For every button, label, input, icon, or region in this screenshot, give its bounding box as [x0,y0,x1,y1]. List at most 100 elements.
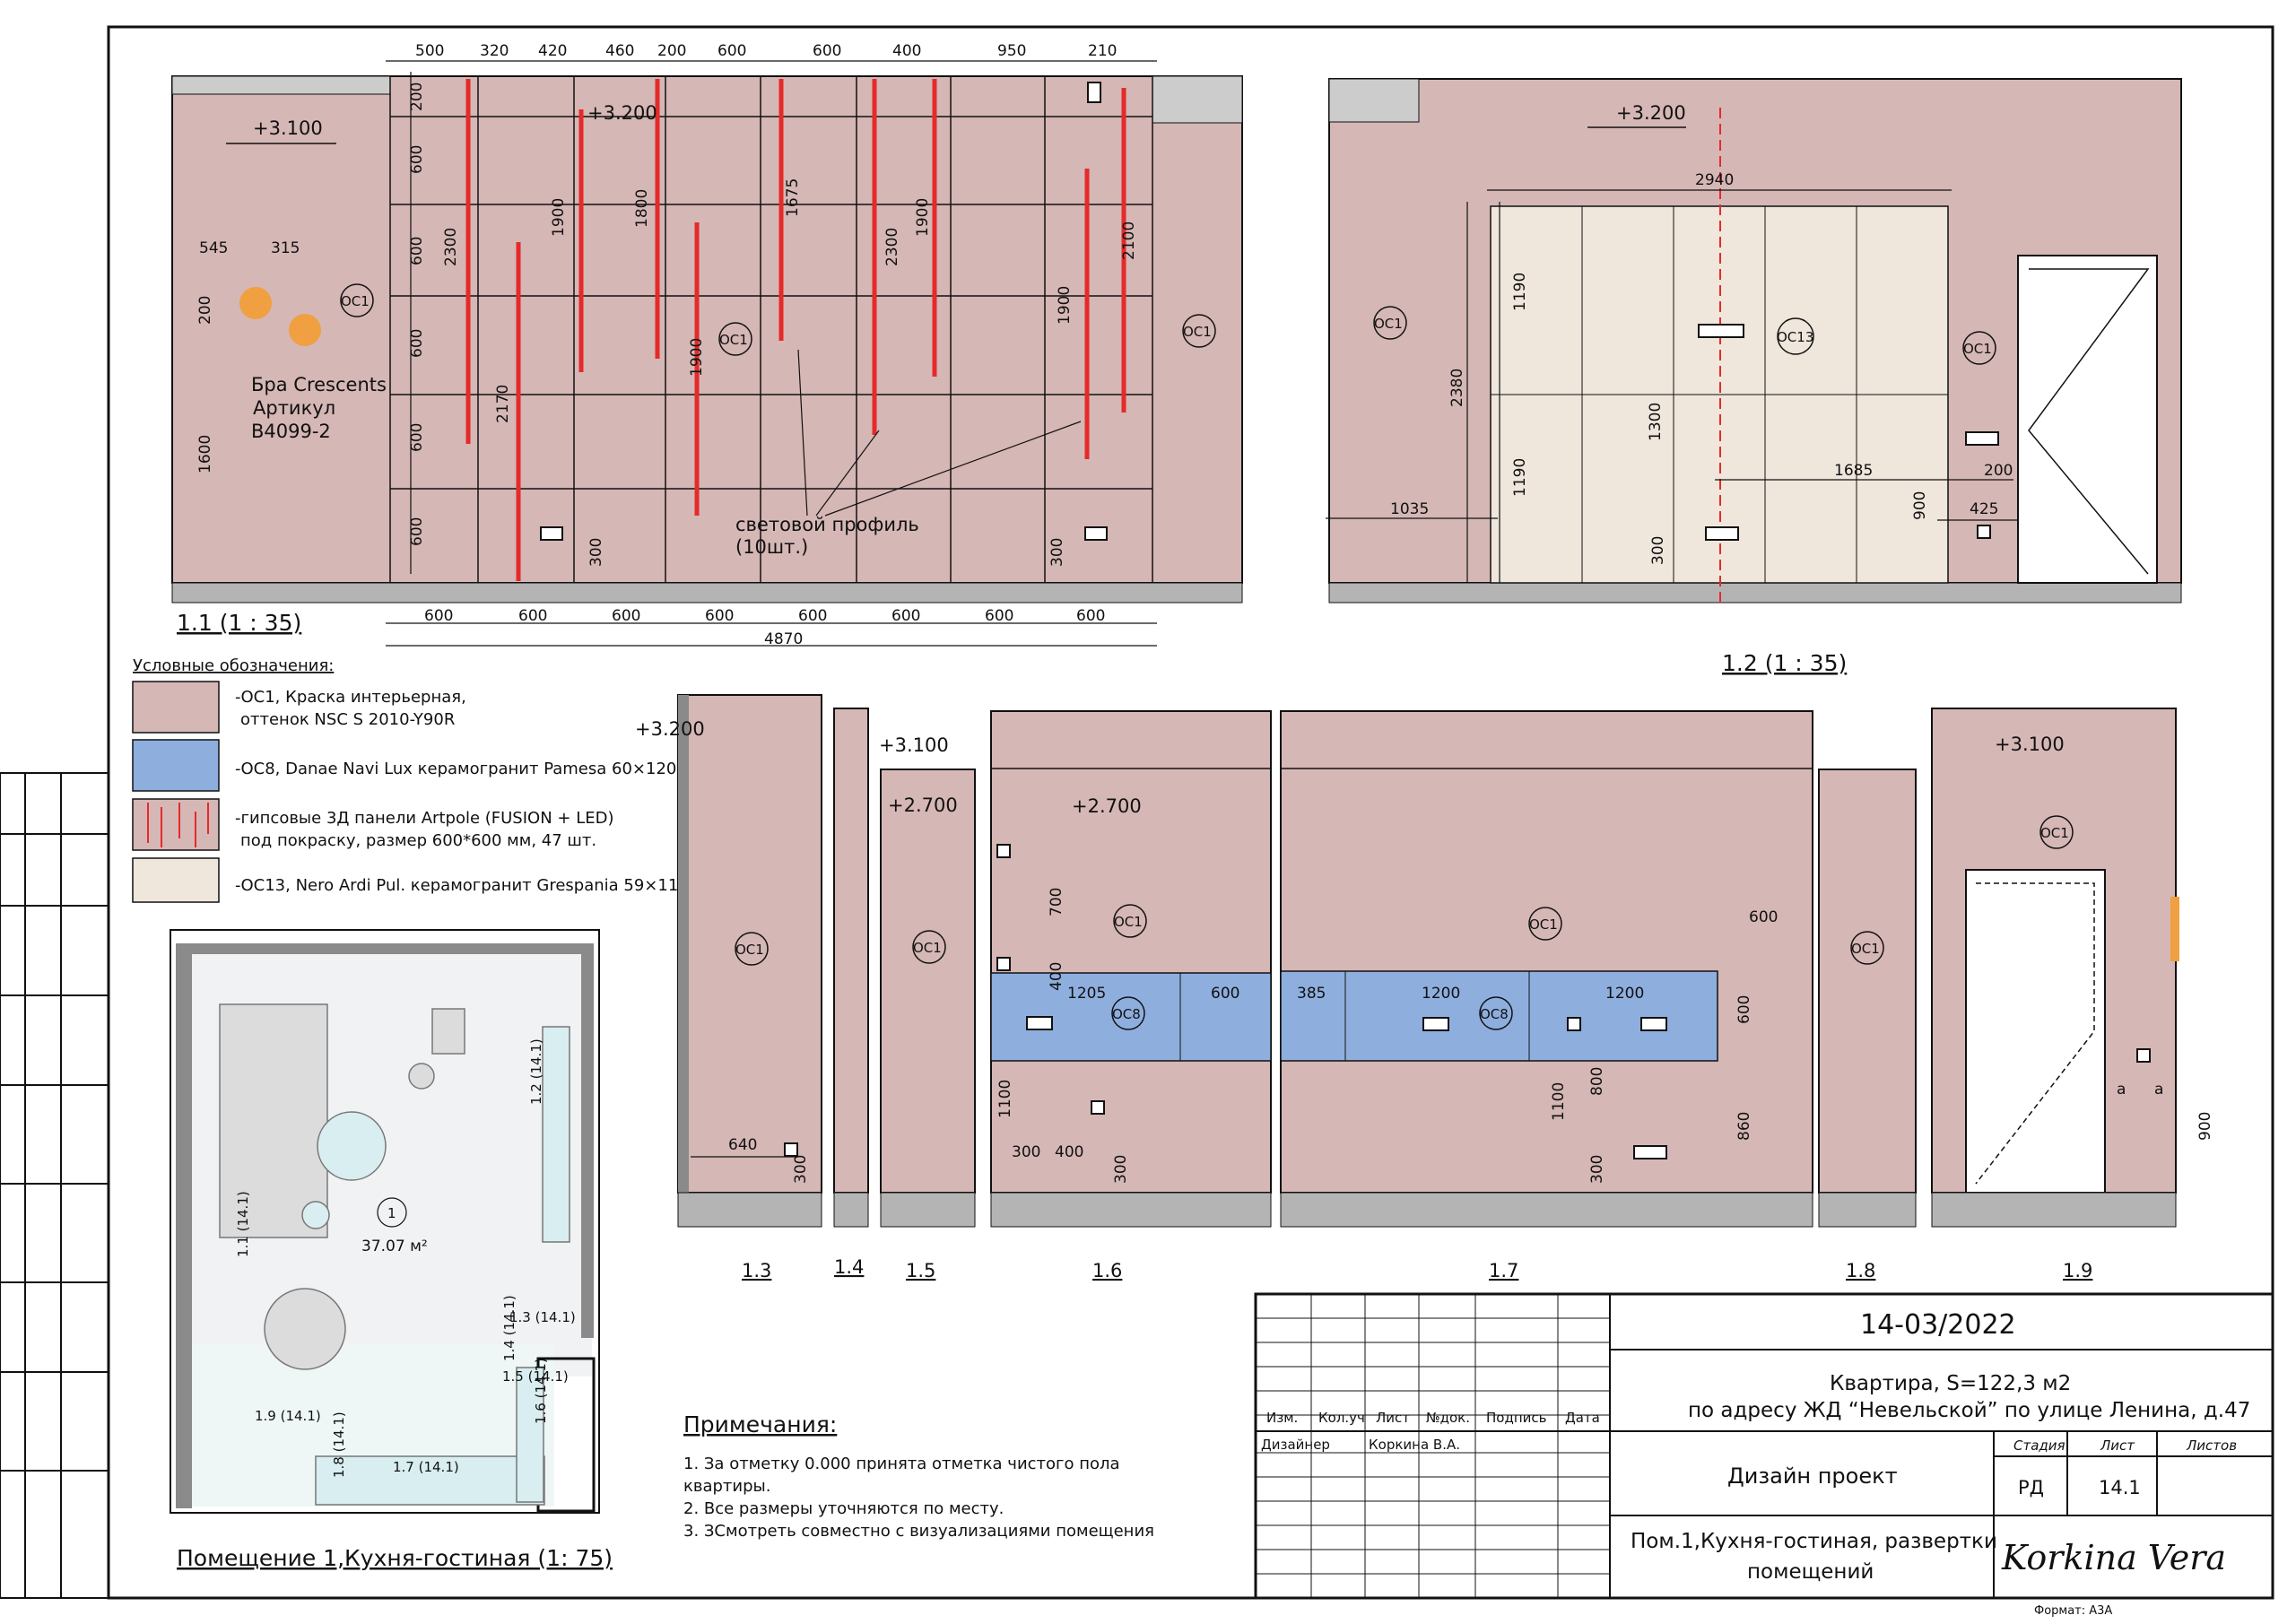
svg-text:1.4 (14.1): 1.4 (14.1) [501,1295,517,1361]
svg-text:1.5 (14.1): 1.5 (14.1) [502,1368,569,1385]
note-line: 2. Все размеры уточняются по месту. [683,1499,1004,1518]
level-mark: +3.200 [635,718,705,740]
notes-heading: Примечания: [683,1411,837,1437]
level-mark: +2.700 [888,795,958,816]
view-label: 1.9 [2063,1260,2092,1281]
svg-text:a: a [2117,1081,2126,1099]
top-dims: 500 320 420 460 200 600 600 400 950 210 [415,42,1117,60]
room-area: 37.07 м² [361,1238,428,1255]
svg-text:800: 800 [1588,1067,1606,1096]
material-tag: ОС1 [1374,316,1403,332]
legend-item-2: -ОС8, Danae Navi Lux керамогранит Pamesa… [235,760,676,778]
svg-text:600: 600 [705,607,734,625]
svg-text:400: 400 [1055,1143,1083,1161]
svg-text:1.8 (14.1): 1.8 (14.1) [331,1411,347,1478]
legend-swatch-paint [132,681,220,734]
material-tag: ОС1 [1963,341,1992,357]
socket-icon [1977,525,1991,539]
sconce-label-3: B4099-2 [251,421,331,442]
coffee-table-icon [317,1111,387,1181]
door-icon [1965,869,2106,1194]
material-tag: ОС1 [1851,941,1880,957]
material-tag: ОС1 [735,942,764,958]
svg-text:600: 600 [612,607,640,625]
elevation-marks: 1.2 (14.1) 1.1 (14.1) 1.3 (14.1) 1.4 (14… [235,1038,576,1478]
dim-label: 300 [792,1155,810,1184]
level-mark: +3.200 [1616,102,1686,124]
svg-text:1035: 1035 [1390,500,1429,518]
paper-format: Формат: А3А [2034,1604,2112,1618]
material-tag: ОС8 [1480,1006,1509,1022]
svg-text:a: a [2154,1081,2163,1099]
socket-icon [1640,1017,1667,1031]
svg-text:2100: 2100 [1120,221,1138,260]
sconce-icon [289,314,321,346]
dim-label: 545 [199,239,228,257]
svg-text:425: 425 [1970,500,1998,518]
sconce-label-2: Артикул [253,397,335,419]
floor-slab [1931,1192,2177,1228]
dim-label: 640 [728,1136,757,1154]
material-tag: ОС1 [1183,324,1212,340]
blue-tile-band [1280,970,1718,1062]
svg-text:1200: 1200 [1422,985,1460,1003]
svg-text:600: 600 [408,237,426,265]
svg-text:1.1 (14.1): 1.1 (14.1) [235,1191,251,1257]
view-label: 1.5 [906,1260,935,1281]
svg-text:700: 700 [1048,888,1065,916]
signature: Korkina Vera [2001,1538,2226,1577]
dim-label: 200 [196,296,214,325]
svg-text:420: 420 [538,42,567,60]
note-line: 3. ЗСмотреть совместно с визуализациями … [683,1522,1154,1541]
project-line-1: Квартира, S=122,3 м2 [1830,1372,2071,1395]
svg-text:210: 210 [1088,42,1117,60]
svg-text:600: 600 [985,607,1013,625]
svg-text:600: 600 [518,607,547,625]
legend-heading: Условные обозначения: [133,656,334,675]
socket-icon [784,1142,798,1157]
level-mark: +3.100 [879,734,949,756]
dim-label: 315 [271,239,300,257]
svg-text:385: 385 [1297,985,1326,1003]
plan-wall [176,943,192,1508]
socket-icon [2136,1048,2151,1063]
profile-note-1: световой профиль [735,514,919,535]
elevations-1-3-to-1-9: +3.200 ОС1 640 300 1.3 +3.100 1.4 +2.700… [635,694,2214,1281]
wall-paint [990,710,1272,1194]
light-profiles [465,79,1126,581]
legend-item-3b: под покраску, размер 600*600 мм, 47 шт. [240,831,596,850]
designer-role: Дизайнер [1261,1437,1330,1453]
floor-slab [833,1192,869,1228]
title-block: 14-03/2022 Квартира, S=122,3 м2 по адрес… [1254,1292,2274,1618]
material-tag: ОС1 [1529,916,1558,933]
note-line: квартиры. [683,1477,770,1496]
svg-text:900: 900 [1911,491,1929,520]
dimension-lines [386,60,1157,647]
note-line: 1. За отметку 0.000 принята отметка чист… [683,1455,1120,1473]
svg-text:1.7 (14.1): 1.7 (14.1) [393,1459,459,1475]
socket-icon [1091,1100,1105,1115]
svg-text:1.2 (14.1): 1.2 (14.1) [528,1038,544,1105]
wall-paint [171,75,1243,584]
svg-text:1205: 1205 [1067,985,1106,1003]
revision-columns: Изм. Кол.уч Лист №док. Подпись Дата [1266,1410,1600,1426]
svg-text:300: 300 [587,538,605,567]
view-label: 1.7 [1489,1260,1518,1281]
svg-text:300: 300 [1012,1143,1040,1161]
sconce-icon [239,287,272,319]
svg-text:1300: 1300 [1647,403,1665,441]
svg-text:600: 600 [798,607,827,625]
socket-icon [1026,1016,1053,1030]
svg-text:Изм.: Изм. [1266,1410,1298,1426]
view-label: 1.3 [742,1260,771,1281]
svg-text:Лист: Лист [1376,1410,1410,1426]
dining-table-icon [264,1288,346,1370]
room-number: 1 [387,1205,396,1221]
svg-text:300: 300 [1649,536,1667,565]
drawing-date: 14-03/2022 [1860,1309,2016,1341]
door-handle-icon [2170,897,2179,961]
svg-text:1900: 1900 [914,198,932,237]
material-tag: ОС1 [2040,825,2069,841]
floor-slab [1328,582,2182,604]
wall-paint [833,708,869,1194]
